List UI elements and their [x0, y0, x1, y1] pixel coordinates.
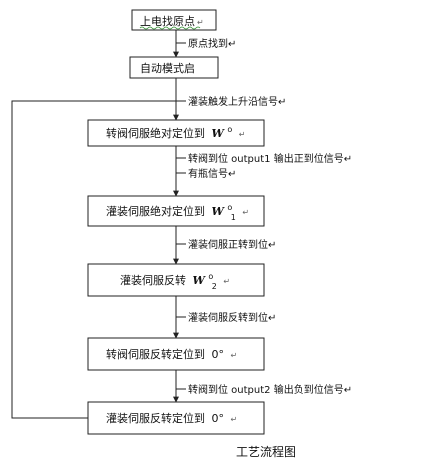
condition-filling-trigger-rising-edge: 灌装触发上升沿信号↵: [188, 95, 286, 108]
angle-value: 0°: [212, 412, 225, 425]
svg-text:灌装伺服反转定位到 0° ↵: 灌装伺服反转定位到 0° ↵: [106, 411, 237, 425]
angle-superscript: o: [227, 125, 232, 134]
condition-origin-found: 原点找到↵: [188, 37, 236, 50]
angle-subscript: 2: [212, 282, 217, 291]
spellcheck-underline: [139, 26, 201, 30]
step-filling-servo-absolute-position: 灌装伺服绝对定位到 W o 1 ↵: [87, 195, 265, 227]
angle-symbol: W: [212, 205, 226, 218]
paragraph-mark: ↵: [197, 18, 204, 27]
step-valve-servo-absolute-position: 转阀伺服绝对定位到 W o ↵: [87, 119, 265, 147]
angle-superscript: o: [208, 272, 213, 281]
condition-bottle-present: 有瓶信号↵: [188, 167, 236, 180]
angle-value: 0°: [212, 348, 225, 361]
condition-filling-reverse-done: 灌装伺服反转到位↵: [188, 311, 276, 324]
condition-valve-output2-negative: 转阀到位 output2 输出负到位信号↵: [188, 383, 352, 396]
angle-symbol: W: [193, 274, 207, 287]
svg-text:灌装伺服反转 W o 2: 灌装伺服反转 W o 2 ↵: [120, 269, 230, 292]
paragraph-mark: ↵: [231, 415, 238, 424]
figure-caption: 工艺流程图: [236, 444, 296, 459]
svg-text:转阀伺服反转定位到 0° ↵: 转阀伺服反转定位到 0° ↵: [106, 347, 237, 361]
paragraph-mark: ↵: [239, 130, 246, 139]
step-label: 上电找原点: [140, 14, 195, 28]
svg-text:灌装伺服绝对定位到 W o: 灌装伺服绝对定位到 W o 1 ↵: [106, 200, 249, 223]
step-label: 灌装伺服绝对定位到: [106, 204, 205, 218]
angle-symbol: W: [212, 127, 226, 140]
step-auto-mode-start: 自动模式启: [129, 56, 219, 79]
angle-superscript: o: [227, 203, 232, 212]
paragraph-mark: ↵: [223, 277, 230, 286]
loop-back-connector: [11, 100, 176, 419]
step-label: 灌装伺服反转定位到: [106, 411, 205, 425]
step-label: 转阀伺服绝对定位到: [106, 126, 205, 140]
step-label: 灌装伺服反转: [120, 273, 186, 287]
condition-valve-output1-positive: 转阀到位 output1 输出正到位信号↵: [188, 152, 352, 165]
angle-subscript: 1: [231, 213, 236, 222]
paragraph-mark: ↵: [231, 351, 238, 360]
svg-text:上电找原点↵: 上电找原点↵: [140, 14, 204, 28]
step-label: 自动模式启: [140, 62, 195, 75]
paragraph-mark: ↵: [242, 208, 249, 217]
condition-filling-forward-done: 灌装伺服正转到位↵: [188, 238, 276, 251]
step-label: 转阀伺服反转定位到: [106, 347, 205, 361]
svg-text:转阀伺服绝对定位到 W o: 转阀伺服绝对定位到 W o ↵: [106, 122, 245, 140]
step-filling-servo-reverse-to-zero: 灌装伺服反转定位到 0° ↵: [87, 401, 265, 435]
step-power-on-find-origin: 上电找原点↵: [131, 9, 217, 31]
step-valve-servo-reverse-to-zero: 转阀伺服反转定位到 0° ↵: [87, 337, 265, 371]
step-filling-servo-reverse: 灌装伺服反转 W o 2 ↵: [87, 263, 265, 297]
